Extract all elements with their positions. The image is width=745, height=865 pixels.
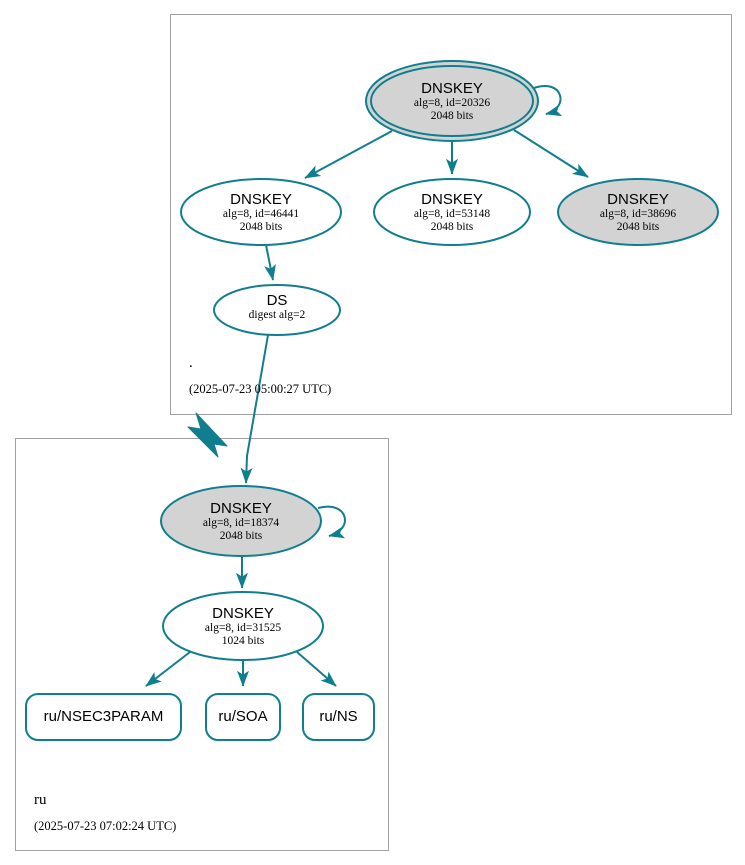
node-root-zsk-38696[interactable] <box>557 178 719 246</box>
node-root-zsk-46441[interactable] <box>180 178 342 246</box>
node-root-ksk-20326[interactable] <box>365 60 539 142</box>
node-rr-ns[interactable] <box>302 693 375 741</box>
zone-label-root: . <box>189 355 193 371</box>
edge-ru-zsk-to-nsec3param <box>145 651 191 687</box>
edge-ksk-to-zsk-46441 <box>304 130 393 179</box>
edge-root-ksk-self-sign <box>533 85 563 117</box>
edge-ds-to-ru-ksk-delegation <box>240 334 269 484</box>
node-root-ds-ru[interactable] <box>213 284 341 336</box>
zone-timestamp-root: (2025-07-23 05:00:27 UTC) <box>189 382 332 396</box>
node-rr-nsec3param[interactable] <box>25 693 182 741</box>
node-rr-soa[interactable] <box>205 693 281 741</box>
edge-zsk-46441-to-ds <box>264 244 276 281</box>
zone-timestamp-ru: (2025-07-23 07:02:24 UTC) <box>34 819 177 833</box>
node-ru-ksk-18374[interactable] <box>160 485 322 557</box>
zone-cut-arrow-icon <box>187 412 228 458</box>
edge-ksk-to-zsk-38696 <box>513 129 589 178</box>
zone-cluster-root <box>170 14 732 415</box>
zone-label-ru: ru <box>34 792 47 808</box>
edge-ru-zsk-to-ns <box>296 651 337 687</box>
node-root-zsk-53148[interactable] <box>373 178 531 246</box>
node-ru-zsk-31525[interactable] <box>162 591 324 661</box>
edge-ru-ksk-self-sign <box>317 505 346 539</box>
